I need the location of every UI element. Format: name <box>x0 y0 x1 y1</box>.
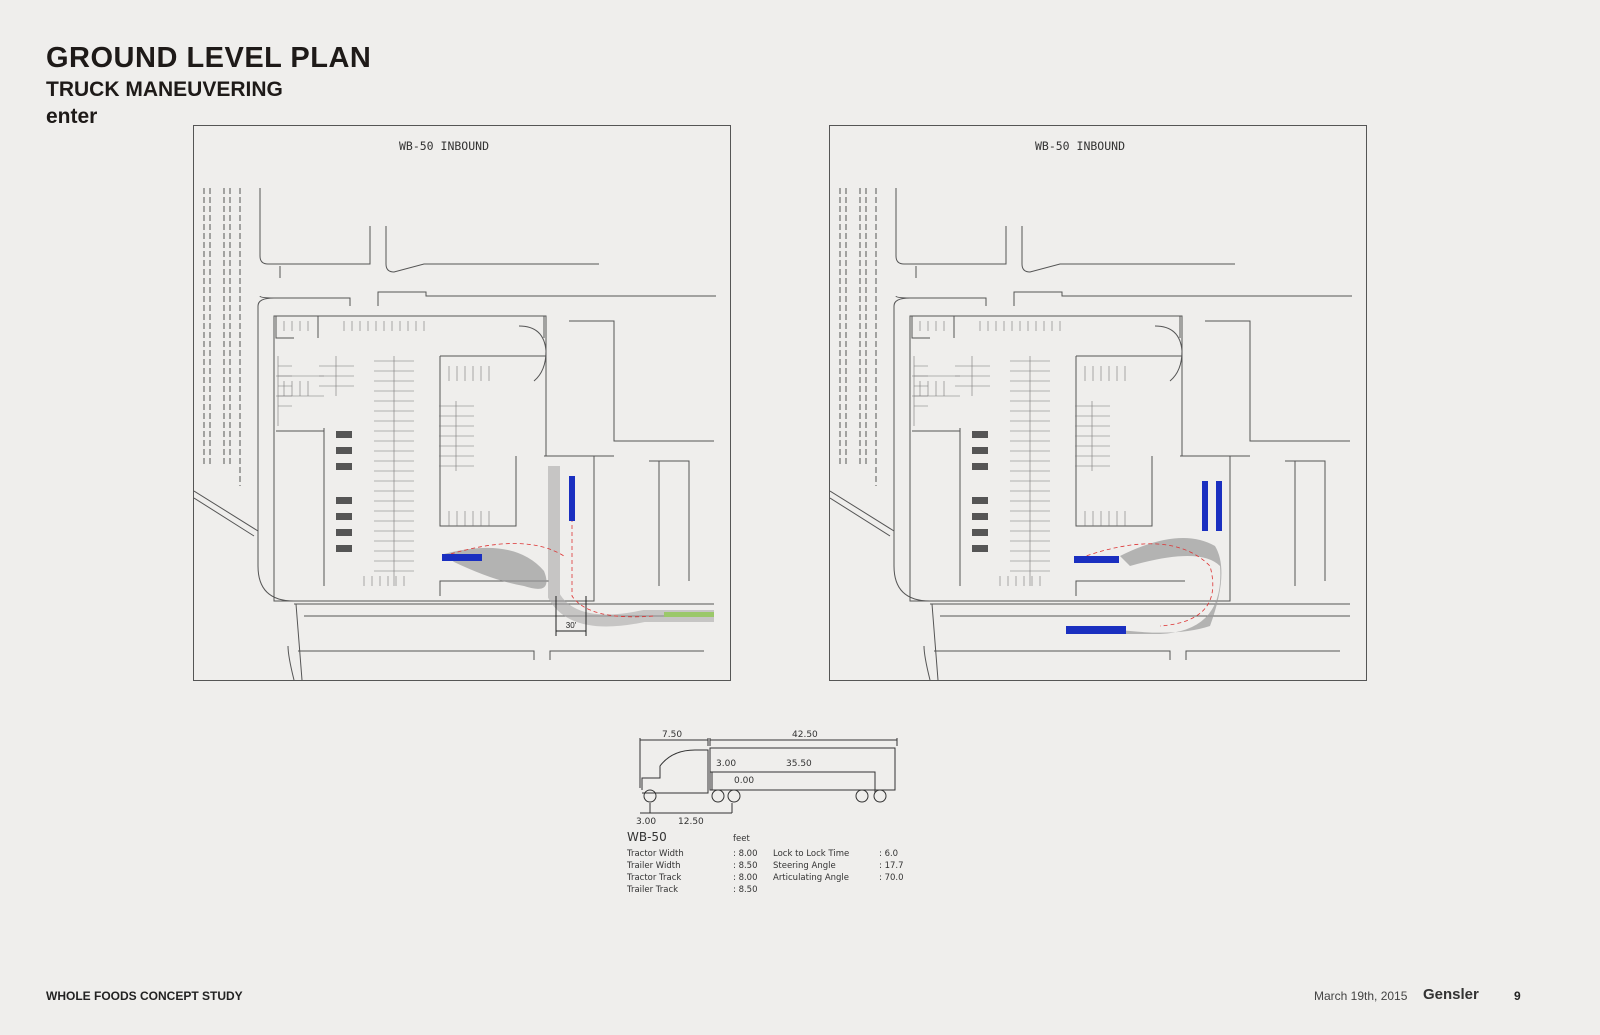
truck-path-left <box>442 466 714 636</box>
dim-cab: 7.50 <box>662 730 682 740</box>
units: feet <box>733 834 750 844</box>
spec-row: Tractor Track: 8.00 <box>627 873 758 883</box>
dim-trailer: 42.50 <box>792 730 818 740</box>
dim-front-overhang: 3.00 <box>636 817 656 827</box>
dim-offset: 0.00 <box>734 776 754 786</box>
dim-wheelbase: 12.50 <box>678 817 704 827</box>
page-subtitle: TRUCK MANEUVERING <box>46 78 283 101</box>
specs-right: Lock to Lock Time: 6.0 Steering Angle: 1… <box>773 848 923 884</box>
spec-row: Trailer Track: 8.50 <box>627 885 758 895</box>
spec-row: Steering Angle: 17.7 <box>773 861 904 871</box>
date: March 19th, 2015 <box>1314 989 1408 1003</box>
plan-panel-left: 30' WB-50 INBOUND <box>193 125 731 681</box>
page-number: 9 <box>1514 989 1521 1003</box>
panel-title: WB-50 INBOUND <box>1034 139 1125 153</box>
brand-logo: Gensler <box>1423 986 1479 1003</box>
truck-path-right <box>1066 481 1222 634</box>
dim-kingpin: 3.00 <box>716 759 736 769</box>
spec-row: Tractor Width: 8.00 <box>627 849 758 859</box>
spec-row: Articulating Angle: 70.0 <box>773 873 904 883</box>
spec-row: Trailer Width: 8.50 <box>627 861 758 871</box>
project-name: WHOLE FOODS CONCEPT STUDY <box>46 989 243 1003</box>
spec-row: Lock to Lock Time: 6.0 <box>773 849 899 859</box>
panel-title: WB-50 INBOUND <box>398 139 489 153</box>
vehicle-diagram: 7.50 42.50 3.00 35.50 0.00 3.00 12.50 WB… <box>620 728 920 908</box>
specs-left: Tractor Width: 8.00 Trailer Width: 8.50 … <box>627 848 767 896</box>
vehicle-name: WB-50 <box>627 830 667 844</box>
page-mode: enter <box>46 105 98 128</box>
dim-trailer-axle: 35.50 <box>786 759 812 769</box>
truck-illustration: 7.50 42.50 3.00 35.50 0.00 3.00 12.50 <box>636 730 898 827</box>
dimension-label: 30' <box>566 621 577 630</box>
page-title: GROUND LEVEL PLAN <box>46 42 372 74</box>
plan-panel-right: WB-50 INBOUND <box>829 125 1367 681</box>
site-plan-drawing: 30' <box>194 126 730 680</box>
site-plan-drawing <box>830 126 1366 680</box>
